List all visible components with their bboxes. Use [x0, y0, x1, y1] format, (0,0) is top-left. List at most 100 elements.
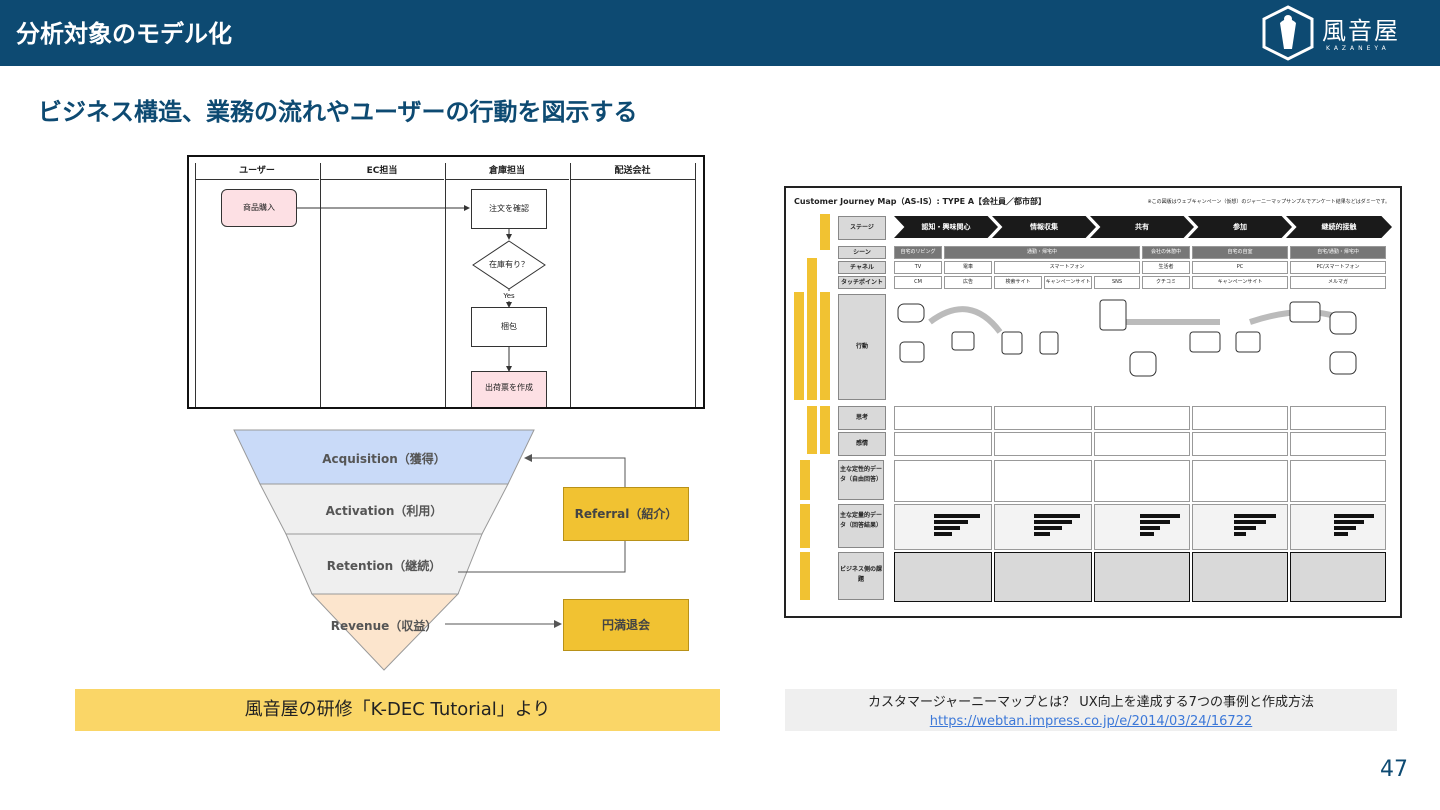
- article-title: カスタマージャーニーマップとは？ UX向上を達成する7つの事例と作成方法: [868, 695, 1314, 710]
- stage-arrow-share: 共有: [1090, 216, 1194, 238]
- row-label-scene: シーン: [838, 246, 886, 259]
- stage-arrow-awareness: 認知・興味関心: [894, 216, 998, 238]
- qualitative-cell: [1192, 460, 1288, 502]
- logo-name: 風音屋: [1322, 17, 1400, 45]
- slide-title: 分析対象のモデル化: [16, 20, 232, 48]
- article-link[interactable]: https://webtan.impress.co.jp/e/2014/03/2…: [929, 714, 1253, 729]
- issue-cell: [994, 552, 1092, 602]
- caption-left: 風音屋の研修「K-DEC Tutorial」より: [75, 689, 720, 731]
- quantitative-bars: [934, 514, 1374, 536]
- touchpoint-cell: クチコミ: [1142, 276, 1190, 289]
- exit-box: 円満退会: [563, 599, 689, 651]
- row-label-emotion: 感情: [838, 432, 886, 456]
- channel-cell: TV: [894, 261, 942, 274]
- yes-label: Yes: [497, 291, 521, 301]
- stage-arrow-retention: 継続的接触: [1286, 216, 1392, 238]
- scene-cell: 自宅のリビング: [894, 246, 942, 259]
- qualitative-cell: [994, 460, 1092, 502]
- funnel-stage-acquisition: Acquisition（獲得）: [322, 452, 446, 466]
- touchpoint-cell: CM: [894, 276, 942, 289]
- touchpoint-cell: 広告: [944, 276, 992, 289]
- customer-journey-map: Customer Journey Map（AS-IS）: TYPE A【会社員／…: [784, 186, 1402, 618]
- node-create-slip: 出荷票を作成: [471, 371, 547, 407]
- row-label-stage: ステージ: [838, 216, 886, 240]
- side-tag-who: [807, 406, 817, 454]
- funnel-stage-retention: Retention（継続）: [326, 559, 442, 573]
- cjm-note: ※この図版はウェブキャンペーン（仮想）のジャーニーマップサンプルでアンケート結果…: [1147, 199, 1390, 205]
- qualitative-cell: [1094, 460, 1190, 502]
- kazaneya-logo: 風音屋 KAZANEYA: [1258, 5, 1428, 61]
- lane-divider: [695, 163, 696, 407]
- stage-arrow-research: 情報収集: [992, 216, 1096, 238]
- row-label-thinking: 思考: [838, 406, 886, 430]
- emotion-cell: [1290, 432, 1386, 456]
- node-purchase: 商品購入: [221, 189, 297, 227]
- scene-cell: 自宅の自室: [1192, 246, 1288, 259]
- thinking-cell: [1192, 406, 1288, 430]
- channel-cell: 生活者: [1142, 261, 1190, 274]
- lane-divider: [320, 163, 321, 407]
- funnel-diagram: Acquisition（獲得） Activation（利用） Retention…: [230, 428, 700, 673]
- lane-header-warehouse: 倉庫担当: [445, 163, 569, 180]
- side-tag-why: [820, 406, 830, 454]
- side-tag-where: [807, 258, 817, 400]
- slide-subtitle: ビジネス構造、業務の流れやユーザーの行動を図示する: [38, 98, 638, 126]
- channel-cell: PC/スマートフォン: [1290, 261, 1386, 274]
- node-confirm-order: 注文を確認: [471, 189, 547, 229]
- flow-connectors: [295, 205, 546, 372]
- caption-right: カスタマージャーニーマップとは？ UX向上を達成する7つの事例と作成方法 htt…: [785, 689, 1397, 731]
- lane-divider: [570, 163, 571, 407]
- thinking-cell: [1094, 406, 1190, 430]
- thinking-cell: [894, 406, 992, 430]
- channel-cell: 電車: [944, 261, 992, 274]
- row-label-issues: ビジネス側の課題: [838, 552, 884, 600]
- emotion-cell: [994, 432, 1092, 456]
- side-tag-quantitative: [800, 504, 810, 548]
- emotion-cell: [894, 432, 992, 456]
- qualitative-cell: [1290, 460, 1386, 502]
- emotion-cell: [1192, 432, 1288, 456]
- funnel-shapes: [233, 429, 626, 671]
- row-label-touchpoint: タッチポイント: [838, 276, 886, 289]
- side-tag-how: [820, 292, 830, 400]
- lane-header-ec: EC担当: [320, 163, 444, 180]
- logo-subtext: KAZANEYA: [1326, 45, 1390, 52]
- touchpoint-cell: キャンペーンサイト: [1044, 276, 1092, 289]
- touchpoint-cell: SNS: [1094, 276, 1140, 289]
- channel-cell: PC: [1192, 261, 1288, 274]
- funnel-stage-activation: Activation（利用）: [325, 504, 443, 518]
- issue-cell: [1290, 552, 1386, 602]
- side-tag-what: [794, 292, 804, 400]
- lane-divider: [195, 163, 196, 407]
- scene-cell: 通勤・帰宅中: [944, 246, 1140, 259]
- channel-cell: スマートフォン: [994, 261, 1140, 274]
- touchpoint-cell: キャンペーンサイト: [1192, 276, 1288, 289]
- thinking-cell: [994, 406, 1092, 430]
- row-label-channel: チャネル: [838, 261, 886, 274]
- row-label-qualitative: 主な定性的データ（自由回答）: [838, 460, 884, 500]
- page-number: 47: [1380, 757, 1408, 782]
- issue-cell: [894, 552, 992, 602]
- side-tag-when: [820, 214, 830, 250]
- header-bar: 分析対象のモデル化 風音屋 KAZANEYA: [0, 0, 1440, 66]
- logo-mark-icon: [1262, 5, 1314, 61]
- funnel-stage-revenue: Revenue（収益）: [330, 619, 438, 633]
- thinking-cell: [1290, 406, 1386, 430]
- lane-header-delivery: 配送会社: [570, 163, 695, 180]
- lane-divider: [445, 163, 446, 407]
- row-label-action: 行動: [838, 294, 886, 400]
- qualitative-cell: [894, 460, 992, 502]
- node-pack: 梱包: [471, 307, 547, 347]
- side-tag-qualitative: [800, 460, 810, 500]
- emotion-cell: [1094, 432, 1190, 456]
- action-illustrations: [897, 299, 1357, 377]
- issue-cell: [1192, 552, 1288, 602]
- swimlane-diagram: ユーザー EC担当 倉庫担当 配送会社 商品購入 注文を確認 在庫有り？ Yes…: [187, 155, 705, 409]
- lane-header-user: ユーザー: [195, 163, 319, 180]
- scene-cell: 自宅/通勤・帰宅中: [1290, 246, 1386, 259]
- scene-cell: 会社の休憩中: [1142, 246, 1190, 259]
- side-tag-takeaways: [800, 552, 810, 600]
- referral-box: Referral（紹介）: [563, 487, 689, 541]
- cjm-title: Customer Journey Map（AS-IS）: TYPE A【会社員／…: [794, 197, 1047, 206]
- stage-arrow-participate: 参加: [1188, 216, 1292, 238]
